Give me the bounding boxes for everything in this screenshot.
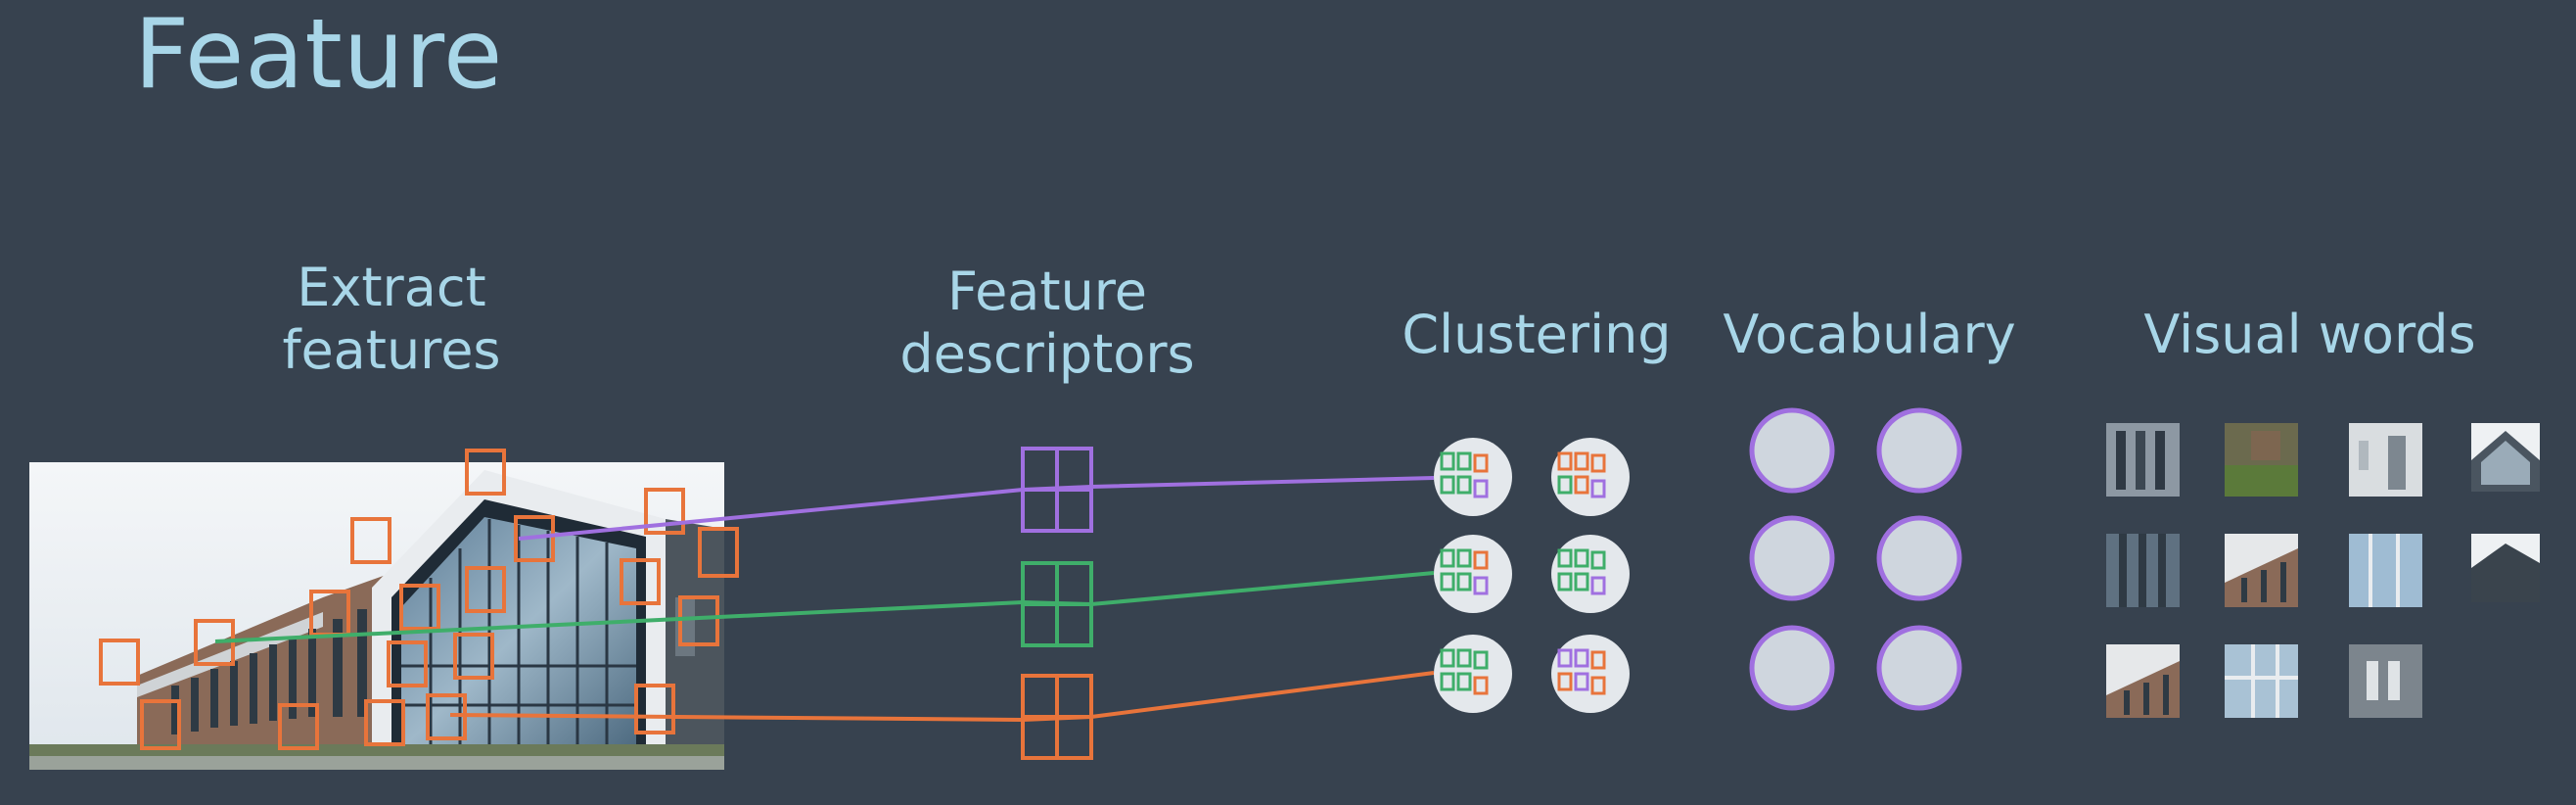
visual-word-patch [2349, 644, 2422, 718]
label-descriptors-line2: descriptors [899, 323, 1195, 385]
feature-box [99, 639, 140, 686]
cluster-circle-icon [1434, 535, 1512, 613]
label-extract-line1: Extract [297, 257, 486, 318]
visual-word-patch [2225, 644, 2298, 718]
vocabulary-circle-icon [1749, 515, 1835, 601]
visual-word-patch [2471, 534, 2540, 602]
label-descriptors-line1: Feature [946, 260, 1148, 322]
feature-box [140, 699, 181, 750]
cluster-circle-icon [1551, 438, 1630, 516]
vocabulary-circle-icon [1876, 515, 1962, 601]
vocabulary-circle-icon [1749, 625, 1835, 711]
vocabulary-circle-icon [1876, 407, 1962, 494]
visual-word-patch [2225, 423, 2298, 497]
visual-word-patch [2349, 423, 2422, 497]
feature-box [465, 566, 506, 613]
cluster-circle-icon [1434, 438, 1512, 516]
visual-words-grid [2106, 423, 2540, 718]
cluster-circle-icon [1434, 635, 1512, 713]
cluster-circle-icon [1551, 535, 1630, 613]
vocabulary-circle-icon [1876, 625, 1962, 711]
label-feature-descriptors: Feature descriptors [861, 260, 1233, 386]
label-clustering: Clustering [1402, 304, 1672, 365]
vocabulary-circle-icon [1749, 407, 1835, 494]
descriptor-green [1021, 561, 1093, 647]
feature-box [387, 640, 428, 687]
feature-box [278, 703, 319, 750]
descriptor-orange [1021, 674, 1093, 760]
feature-box [364, 699, 405, 746]
visual-word-patch [2471, 423, 2540, 492]
visual-word-patch [2349, 534, 2422, 607]
visual-word-patch [2106, 423, 2180, 497]
feature-box [514, 515, 555, 562]
descriptor-purple [1021, 447, 1093, 533]
label-visual-words: Visual words [2143, 304, 2476, 365]
feature-box [634, 684, 675, 734]
visual-word-patch [2106, 534, 2180, 607]
label-vocabulary: Vocabulary [1723, 304, 2016, 365]
feature-box [644, 488, 685, 535]
visual-word-patch [2106, 644, 2180, 718]
feature-box [698, 527, 739, 578]
feature-box [620, 558, 661, 605]
label-extract-line2: features [282, 319, 501, 381]
vocabulary-group [1749, 407, 1962, 711]
label-extract-features: Extract features [215, 257, 568, 382]
feature-box [465, 449, 506, 496]
building-photo [29, 462, 724, 770]
visual-word-patch [2225, 534, 2298, 607]
feature-box [678, 595, 719, 646]
feature-box [453, 633, 494, 680]
slide-title: Feature [134, 0, 504, 111]
feature-box [399, 584, 440, 631]
clustering-group [1434, 438, 1630, 713]
feature-box [350, 517, 391, 564]
cluster-circle-icon [1551, 635, 1630, 713]
